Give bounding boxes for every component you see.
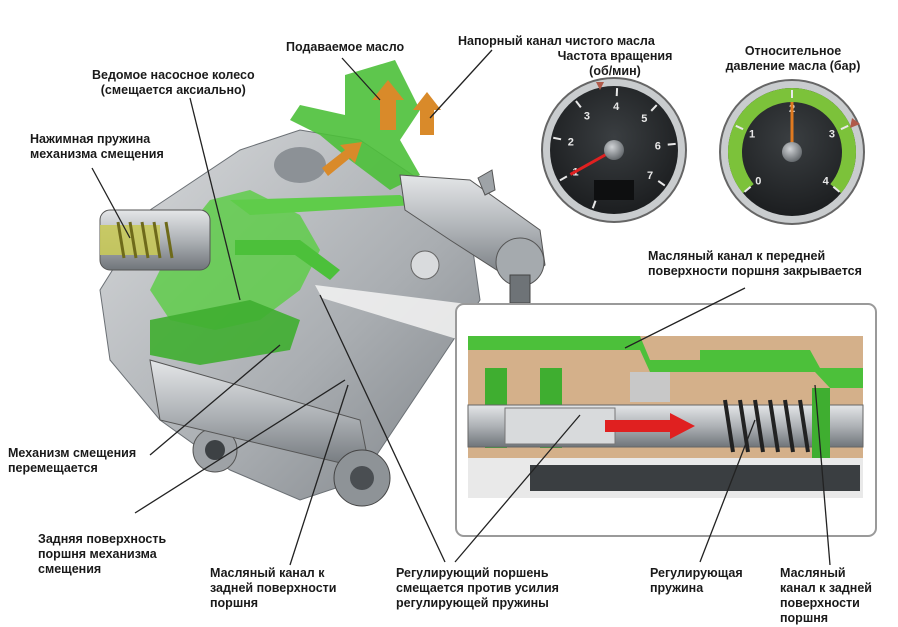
pressure-knob	[782, 142, 802, 162]
control-spring-coils	[723, 399, 810, 453]
solenoid-valve	[399, 169, 546, 304]
label-clean-oil-channel: Напорный канал чистого масла	[458, 34, 655, 48]
label-rear-surface: Задняя поверхность поршня механизма смещ…	[38, 532, 167, 576]
rpm-tick-label: 3	[584, 110, 590, 122]
label-rotation-speed: Частота вращения (об/мин)	[557, 49, 673, 78]
rpm-display	[594, 180, 634, 200]
label-mechanism-moves: Механизм смещения перемещается	[8, 446, 137, 475]
label-relative-pressure: Относительное давление масла (бар)	[725, 44, 861, 73]
housing-boss	[274, 147, 326, 183]
rpm-tick	[667, 142, 676, 146]
rpm-tick	[559, 175, 568, 182]
label-rear-channel: Масляный канал к задней поверхности порш…	[210, 566, 337, 610]
rpm-marker-icon	[596, 82, 604, 90]
detail-dark-chamber	[530, 465, 860, 491]
pressure-marker-icon	[850, 118, 860, 128]
rpm-tick-label: 4	[613, 101, 620, 113]
pressure-tick-label: 0	[755, 175, 761, 187]
label-supply-oil: Подаваемое масло	[286, 40, 405, 54]
rpm-tick	[657, 180, 666, 187]
pressure-tick-label: 4	[823, 175, 830, 187]
detail-view	[455, 303, 877, 537]
rpm-tick	[591, 200, 597, 209]
label-pressure-spring: Нажимная пружина механизма смещения	[30, 132, 164, 161]
pressure-tick	[832, 185, 841, 193]
pressure-tick-label: 3	[829, 128, 835, 140]
label-front-channel-closes: Масляный канал к передней поверхности по…	[648, 249, 862, 278]
label-rear-channel-right: Масляный канал к задней поверхности порш…	[780, 566, 872, 625]
shaft-assembly	[99, 209, 391, 507]
rpm-tick-label: 2	[568, 136, 574, 148]
piston-direction-arrow	[605, 413, 695, 439]
flow-arrows	[322, 80, 441, 176]
mount-hole	[410, 250, 440, 280]
control-piston-body	[504, 407, 616, 445]
rpm-tick	[650, 104, 658, 112]
rpm-tick-label: 6	[655, 141, 661, 153]
pressure-tick	[735, 124, 744, 131]
pressure-tick	[840, 124, 849, 131]
rpm-tick-label: 7	[647, 170, 653, 182]
detail-green-channel	[468, 336, 863, 388]
label-driven-wheel: Ведомое насосное колесо (смещается аксиа…	[92, 68, 255, 97]
pressure-tick-label: 1	[749, 128, 755, 140]
callout-connector	[315, 285, 475, 340]
leader-lines	[91, 49, 831, 566]
label-control-spring: Регулирующая пружина	[650, 566, 743, 595]
rpm-tick	[553, 136, 562, 141]
label-control-piston: Регулирующий поршень смещается против ус…	[396, 566, 559, 610]
pressure-gauge: 01234	[719, 79, 865, 225]
pressure-tick	[743, 185, 752, 193]
rpm-tick	[575, 100, 582, 108]
rpm-tick-label: 5	[641, 113, 647, 125]
rpm-gauge: 01234567	[541, 77, 687, 223]
rpm-knob	[604, 140, 624, 160]
pressure-spring	[116, 221, 174, 259]
